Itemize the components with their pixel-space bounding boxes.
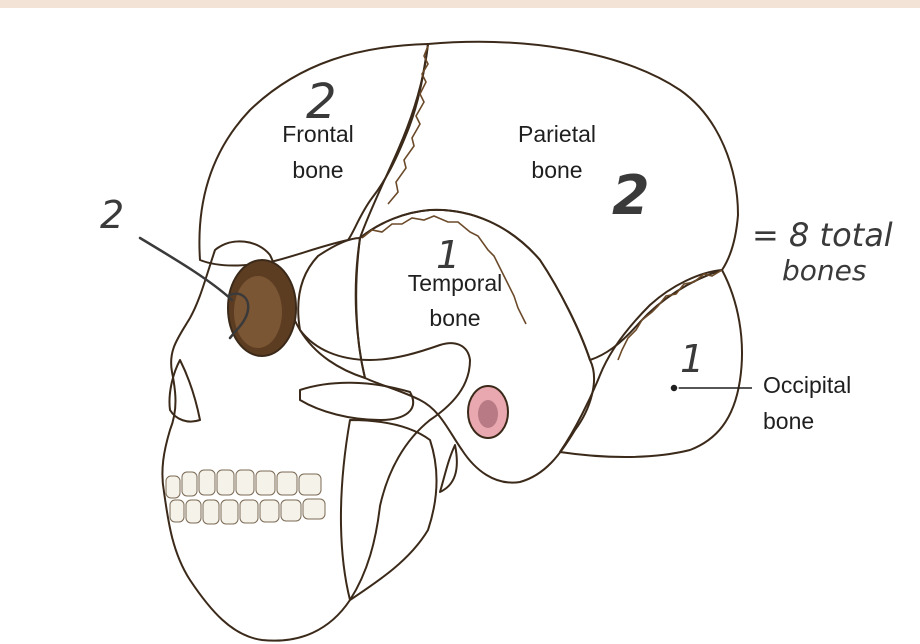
frontal-bone-region (198, 43, 429, 267)
frontal-count: 2 (306, 74, 337, 130)
parietal-bone-region (359, 40, 739, 361)
total-bones-line1: = 8 total (752, 216, 893, 254)
occipital-leader-dot (669, 383, 679, 393)
occipital-count: 1 (680, 337, 704, 381)
svg-text:Frontal: Frontal (282, 121, 354, 147)
svg-text:bone: bone (292, 157, 343, 183)
orbit-arrow (138, 236, 234, 302)
orbit-circle-mark (226, 292, 250, 340)
nasal-opening (168, 359, 201, 423)
total-bones-line2: bones (782, 254, 866, 287)
sphenoid-region (297, 237, 366, 379)
facial-bones (161, 240, 471, 642)
ear-canal-inner (478, 400, 498, 428)
svg-text:bone: bone (531, 157, 582, 183)
label-temporal-bone: Temporal bone (408, 270, 503, 331)
zygomatic-arch (299, 381, 415, 421)
label-parietal-bone: Parietal bone (518, 121, 596, 183)
temporal-bone-region (355, 208, 595, 484)
label-frontal-bone: Frontal bone (282, 121, 354, 183)
svg-text:Occipital: Occipital (763, 372, 851, 398)
parietal-count: 2 (612, 164, 650, 227)
svg-text:Temporal: Temporal (408, 270, 503, 296)
temporal-count: 1 (436, 233, 460, 277)
top-strip (0, 0, 920, 8)
teeth (165, 469, 326, 525)
orbit-inner (234, 276, 282, 348)
svg-text:Parietal: Parietal (518, 121, 596, 147)
mandible (339, 419, 438, 601)
styloid-process (439, 444, 458, 493)
svg-text:bone: bone (763, 408, 814, 434)
orbit-count: 2 (100, 193, 124, 237)
coronal-suture (387, 45, 429, 205)
occipital-bone-region (559, 269, 743, 458)
squamous-suture (361, 215, 527, 325)
label-occipital-bone: Occipital bone (763, 372, 851, 434)
svg-text:bone: bone (429, 305, 480, 331)
lambdoid-suture (617, 269, 723, 361)
